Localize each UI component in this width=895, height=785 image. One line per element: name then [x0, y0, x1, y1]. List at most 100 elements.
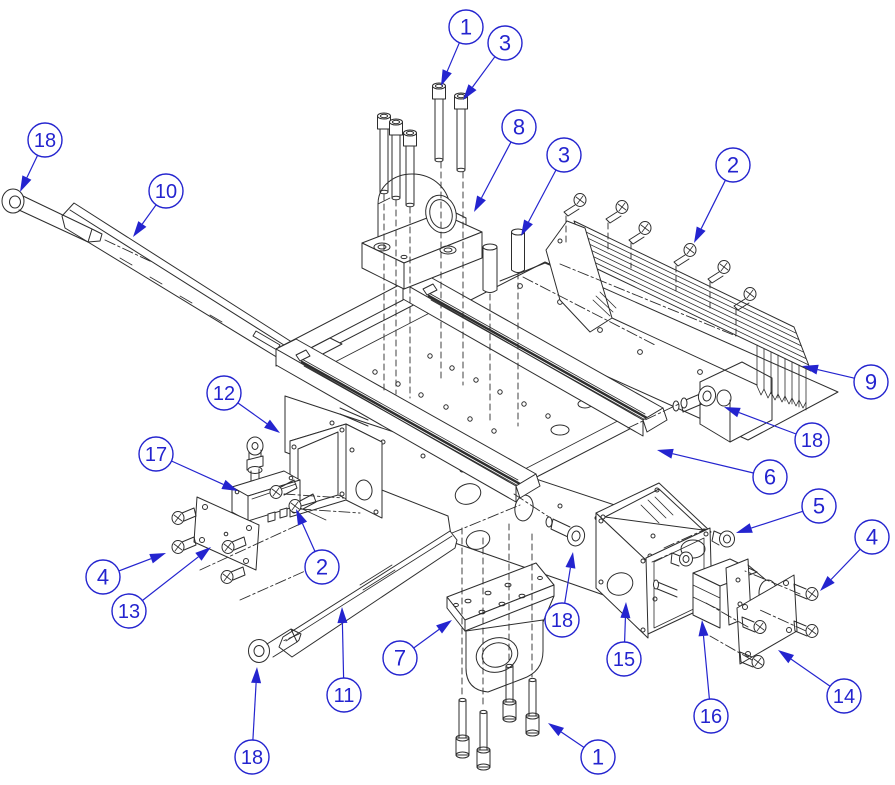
leader-arrowhead: [133, 221, 147, 237]
balloon-number: 14: [833, 686, 855, 708]
leader-line: [171, 460, 224, 485]
balloon-number: 9: [865, 370, 877, 395]
balloon-number: 5: [813, 494, 825, 519]
leader-arrowhead: [149, 553, 166, 564]
balloon-18-button-head-screw-gib: 18: [234, 667, 270, 775]
balloon-number: 12: [213, 383, 235, 405]
leader-line: [700, 179, 726, 229]
leader-arrowhead: [20, 175, 32, 192]
balloon-number: 6: [764, 465, 776, 490]
balloon-circle: [715, 147, 751, 183]
balloon-circle: [304, 549, 340, 585]
leader-arrowhead: [802, 364, 819, 375]
balloon-circle: [234, 739, 270, 775]
leader-line: [480, 141, 512, 199]
balloon-number: 18: [551, 610, 573, 632]
switch-plate-screws: [171, 507, 247, 584]
leader-line: [527, 169, 557, 223]
leader-arrowhead: [296, 509, 308, 526]
balloon-number: 2: [727, 153, 739, 178]
leader-line: [301, 523, 316, 552]
leader-line: [702, 635, 710, 700]
balloon-number: 11: [334, 685, 355, 707]
leader-arrowhead: [620, 602, 631, 619]
leader-arrowhead: [195, 547, 211, 561]
balloon-circle: [501, 109, 537, 145]
balloon-number: 18: [801, 430, 823, 452]
flange-screw-right: [672, 385, 717, 413]
leader-arrowhead: [820, 576, 835, 591]
balloon-1-socket-head-screw-bottom: 1: [548, 723, 616, 775]
leader-line: [118, 558, 152, 572]
leader-line: [341, 622, 345, 679]
balloon-18-button-head-screw-mid: 18: [544, 552, 580, 638]
balloon-number: 16: [700, 706, 722, 728]
leader-line: [624, 617, 626, 643]
bracket-screws: [269, 479, 317, 513]
balloon-18-button-head-screw-right: 18: [724, 407, 830, 458]
balloon-18-button-head-screw-left: 18: [20, 122, 63, 192]
leader-line: [564, 567, 571, 604]
leader-line: [751, 510, 803, 529]
leader-arrowhead: [441, 69, 452, 86]
balloon-circle: [111, 593, 147, 629]
balloon-number: 4: [866, 525, 878, 550]
balloon-13-switch-plate: 13: [111, 547, 211, 629]
balloon-circle: [27, 122, 63, 158]
balloon-3-socket-head-screw-top: 3: [463, 25, 523, 100]
balloon-circle: [546, 137, 582, 173]
balloon-circle: [487, 25, 523, 61]
balloon-circle: [801, 488, 837, 524]
leader-arrowhead: [221, 479, 238, 491]
balloon-number: 18: [34, 130, 56, 152]
balloon-15-motor-mount-housing: 15: [606, 602, 642, 677]
balloon-circle: [148, 173, 184, 209]
leader-arrowhead: [565, 552, 576, 569]
leader-line: [560, 731, 585, 748]
cover-strip: [61, 202, 305, 365]
leader-line: [446, 42, 460, 72]
balloon-number: 3: [558, 143, 570, 168]
balloon-8-clamp-block: 8: [474, 109, 537, 212]
balloon-6-base: 6: [657, 448, 788, 495]
balloon-number: 15: [613, 649, 635, 671]
balloon-circle: [382, 640, 418, 676]
yoke-block: [446, 562, 555, 693]
end-plate-screws: [739, 583, 819, 669]
balloon-4-pan-head-screw-switch-plate: 4: [85, 553, 166, 595]
leader-line: [237, 402, 268, 425]
balloon-circle: [580, 739, 616, 775]
balloon-16-motor: 16: [693, 620, 729, 734]
balloon-circle: [206, 375, 242, 411]
balloon-17-limit-switch: 17: [138, 436, 238, 491]
leader-arrowhead: [251, 667, 262, 684]
carriage-table: [275, 272, 668, 503]
dowel-pins: [482, 228, 525, 293]
balloon-2-pan-head-screw-bracket: 2: [296, 509, 340, 585]
leader-line: [790, 658, 831, 687]
housing-screws: [670, 530, 735, 567]
balloon-7-yoke-block: 7: [382, 620, 452, 676]
leader-arrowhead: [521, 219, 533, 236]
leader-line: [26, 155, 39, 178]
leader-arrowhead: [724, 407, 741, 418]
balloon-circle: [138, 436, 174, 472]
leader-line: [472, 56, 496, 88]
leader-line: [672, 453, 754, 474]
balloon-2-pan-head-screw-bellows: 2: [694, 147, 751, 243]
balloon-circle: [448, 9, 484, 45]
balloon-5-socket-head-screw-housing: 5: [736, 488, 837, 533]
balloon-number: 17: [145, 444, 167, 466]
leader-line: [141, 204, 157, 225]
balloon-circle: [853, 364, 889, 400]
leader-line: [142, 556, 199, 601]
leader-arrowhead: [337, 607, 348, 624]
balloon-number: 1: [592, 745, 604, 770]
flange-screw-mid: [545, 516, 586, 547]
leader-arrowhead: [778, 650, 794, 664]
leader-arrowhead: [548, 723, 564, 737]
leader-line: [252, 682, 257, 741]
leader-arrowhead: [264, 419, 280, 433]
